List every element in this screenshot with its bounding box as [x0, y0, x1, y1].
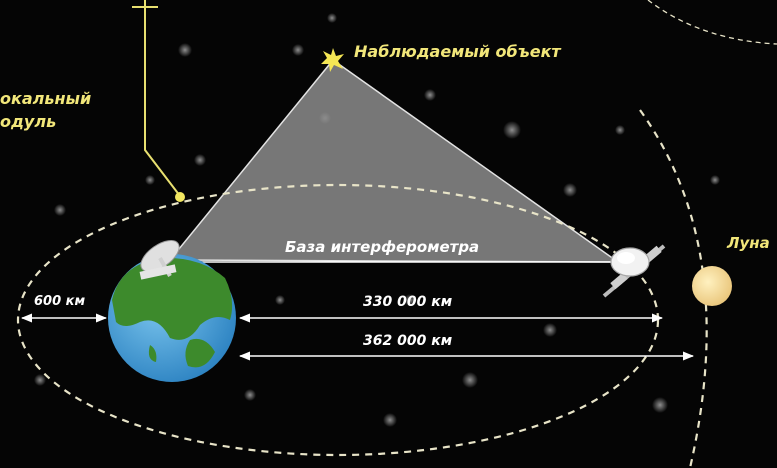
label-distance-330: 330 000 км [363, 294, 452, 310]
space-satellite-icon [602, 244, 666, 298]
ground-telescope-icon [139, 239, 180, 280]
label-observed-object: Наблюдаемый объект [354, 42, 562, 61]
background-stars [34, 13, 720, 427]
module-pointer-line [144, 0, 181, 197]
label-distance-362: 362 000 км [363, 333, 452, 349]
observed-object-star-icon [321, 48, 344, 72]
label-distance-600: 600 км [34, 294, 85, 309]
label-module-line2: одуль [0, 112, 56, 131]
outer-orbit-arc-top [647, 0, 777, 45]
label-baseline: База интерферометра [285, 238, 479, 256]
module-pointer-dot [175, 192, 185, 202]
label-moon: Луна [726, 234, 770, 252]
moon [692, 266, 732, 306]
label-module-line1: окальный [0, 89, 91, 108]
earth [108, 254, 236, 382]
observation-triangle [168, 58, 621, 263]
